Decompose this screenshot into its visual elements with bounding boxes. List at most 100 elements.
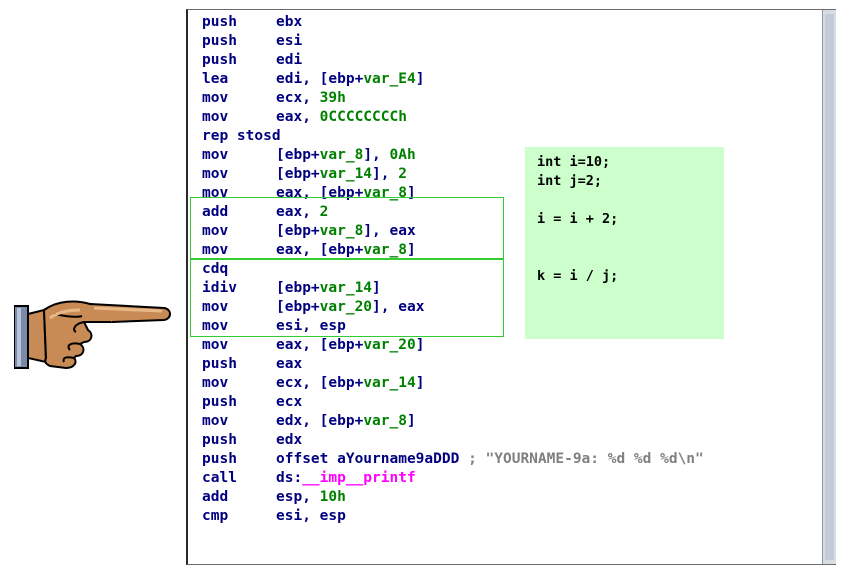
instruction-operand: ]	[406, 185, 416, 201]
source-line	[537, 229, 724, 248]
instruction-operand: [ebp+	[276, 299, 320, 315]
instruction-operand: ]	[406, 413, 416, 429]
instruction-operand: eax,	[276, 204, 320, 220]
instruction-operand: 10h	[319, 489, 346, 505]
instruction-line[interactable]: call ds:__imp__printf	[202, 469, 820, 488]
instruction-mnemonic: mov	[202, 242, 229, 258]
instruction-line[interactable]: mov[ebp+var_20], eax	[202, 298, 820, 317]
source-line: k = i / j;	[537, 268, 619, 284]
source-line	[537, 191, 724, 210]
instruction-mnemonic: idiv	[202, 280, 237, 296]
instruction-operand: ecx, [ebp+	[276, 375, 364, 391]
instruction-operand: ]	[415, 375, 425, 391]
instruction-mnemonic: mov	[202, 147, 229, 163]
instruction-mnemonic: push	[202, 356, 237, 372]
instruction-operand: esi, esp	[276, 508, 346, 524]
instruction-mnemonic: mov	[202, 318, 229, 334]
vertical-scrollbar[interactable]	[822, 10, 836, 564]
highlight-box-division	[190, 258, 504, 337]
instruction-line[interactable]: push ecx	[202, 393, 820, 412]
instruction-mnemonic: push	[202, 14, 237, 30]
scrollbar-thumb[interactable]	[825, 14, 834, 560]
instruction-operand: ]	[415, 71, 425, 87]
instruction-operand: var_14	[319, 280, 373, 296]
instruction-line[interactable]: push eax	[202, 355, 820, 374]
instruction-mnemonic: push	[202, 33, 237, 49]
instruction-operand: eax, [ebp+	[276, 337, 364, 353]
highlight-box-addition	[190, 197, 504, 260]
instruction-operand: eax, [ebp+	[276, 242, 364, 258]
instruction-mnemonic: mov	[202, 299, 229, 315]
instruction-operand: [ebp+	[276, 147, 320, 163]
instruction-line[interactable]: mov edx, [ebp+var_8]	[202, 412, 820, 431]
instruction-operand: ]	[406, 242, 416, 258]
instruction-line[interactable]: cdq	[202, 260, 820, 279]
instruction-operand: ]	[415, 337, 425, 353]
instruction-line[interactable]: push offset aYourname9aDDD ; "YOURNAME-9a…	[202, 450, 820, 469]
instruction-operand: var_14	[363, 375, 416, 391]
instruction-operand: 2	[398, 166, 407, 182]
instruction-operand: eax,	[276, 109, 320, 125]
instruction-operand: var_8	[319, 147, 364, 163]
source-line	[537, 248, 724, 267]
instruction-line[interactable]: mov eax, [ebp+var_20]	[202, 336, 820, 355]
instruction-line[interactable]: mov eax, [ebp+var_8]	[202, 241, 820, 260]
instruction-mnemonic: mov	[202, 223, 229, 239]
instruction-operand: 2	[319, 204, 329, 220]
instruction-line[interactable]: mov[ebp+var_14], 2	[202, 165, 820, 184]
instruction-operand: ],	[363, 147, 390, 163]
instruction-operand: esi, esp	[276, 318, 346, 334]
instruction-operand: eax	[276, 356, 303, 372]
instruction-line[interactable]: mov[ebp+var_8], 0Ah	[202, 146, 820, 165]
instruction-operand: edx, [ebp+	[276, 413, 364, 429]
instruction-line[interactable]: cmp esi, esp	[202, 507, 820, 526]
instruction-mnemonic: push	[202, 432, 237, 448]
instruction-mnemonic: push	[202, 52, 237, 68]
instruction-mnemonic: push	[202, 394, 237, 410]
instruction-operand: offset aYourname9aDDD	[276, 451, 469, 467]
instruction-mnemonic: add	[202, 489, 229, 505]
instruction-operand: ds:	[276, 470, 303, 486]
instruction-line[interactable]: rep stosd	[202, 127, 820, 146]
instruction-operand: [ebp+	[276, 223, 320, 239]
instruction-line[interactable]: mov[ebp+var_8], eax	[202, 222, 820, 241]
instruction-operand: 0CCCCCCCCh	[319, 109, 407, 125]
instruction-operand: var_8	[363, 413, 407, 429]
instruction-operand: ebx	[276, 14, 303, 30]
instruction-operand: [ebp+	[276, 280, 320, 296]
instruction-line[interactable]: mov esi, esp	[202, 317, 820, 336]
instruction-mnemonic: mov	[202, 166, 229, 182]
instruction-operand: var_8	[363, 242, 407, 258]
instruction-line[interactable]: idiv [ebp+var_14]	[202, 279, 820, 298]
source-line: int i=10;	[537, 154, 611, 170]
instruction-mnemonic: mov	[202, 337, 229, 353]
instruction-mnemonic: push	[202, 451, 237, 467]
instruction-mnemonic: add	[202, 204, 229, 220]
instruction-operand: edi, [ebp+	[276, 71, 364, 87]
instruction-operand: ]	[372, 280, 381, 296]
instruction-operand: edx	[276, 432, 303, 448]
instruction-operand: __imp__printf	[302, 470, 416, 486]
instruction-operand: ],	[372, 166, 399, 182]
instruction-mnemonic: mov	[202, 413, 229, 429]
instruction-operand: ], eax	[363, 223, 416, 239]
instruction-operand: 39h	[319, 90, 346, 106]
instruction-line[interactable]: add eax, 2	[202, 203, 820, 222]
instruction-line[interactable]: push edx	[202, 431, 820, 450]
instruction-mnemonic: mov	[202, 90, 229, 106]
instruction-operand: ; "YOURNAME-9a: %d %d %d\n"	[468, 451, 704, 467]
instruction-mnemonic: call	[202, 470, 237, 486]
instruction-operand: ecx	[276, 394, 303, 410]
instruction-operand: ], eax	[372, 299, 425, 315]
instruction-line[interactable]: push ebx	[202, 13, 820, 32]
instruction-operand: var_E4	[363, 71, 416, 87]
instruction-mnemonic: cmp	[202, 508, 229, 524]
instruction-operand: var_20	[363, 337, 416, 353]
